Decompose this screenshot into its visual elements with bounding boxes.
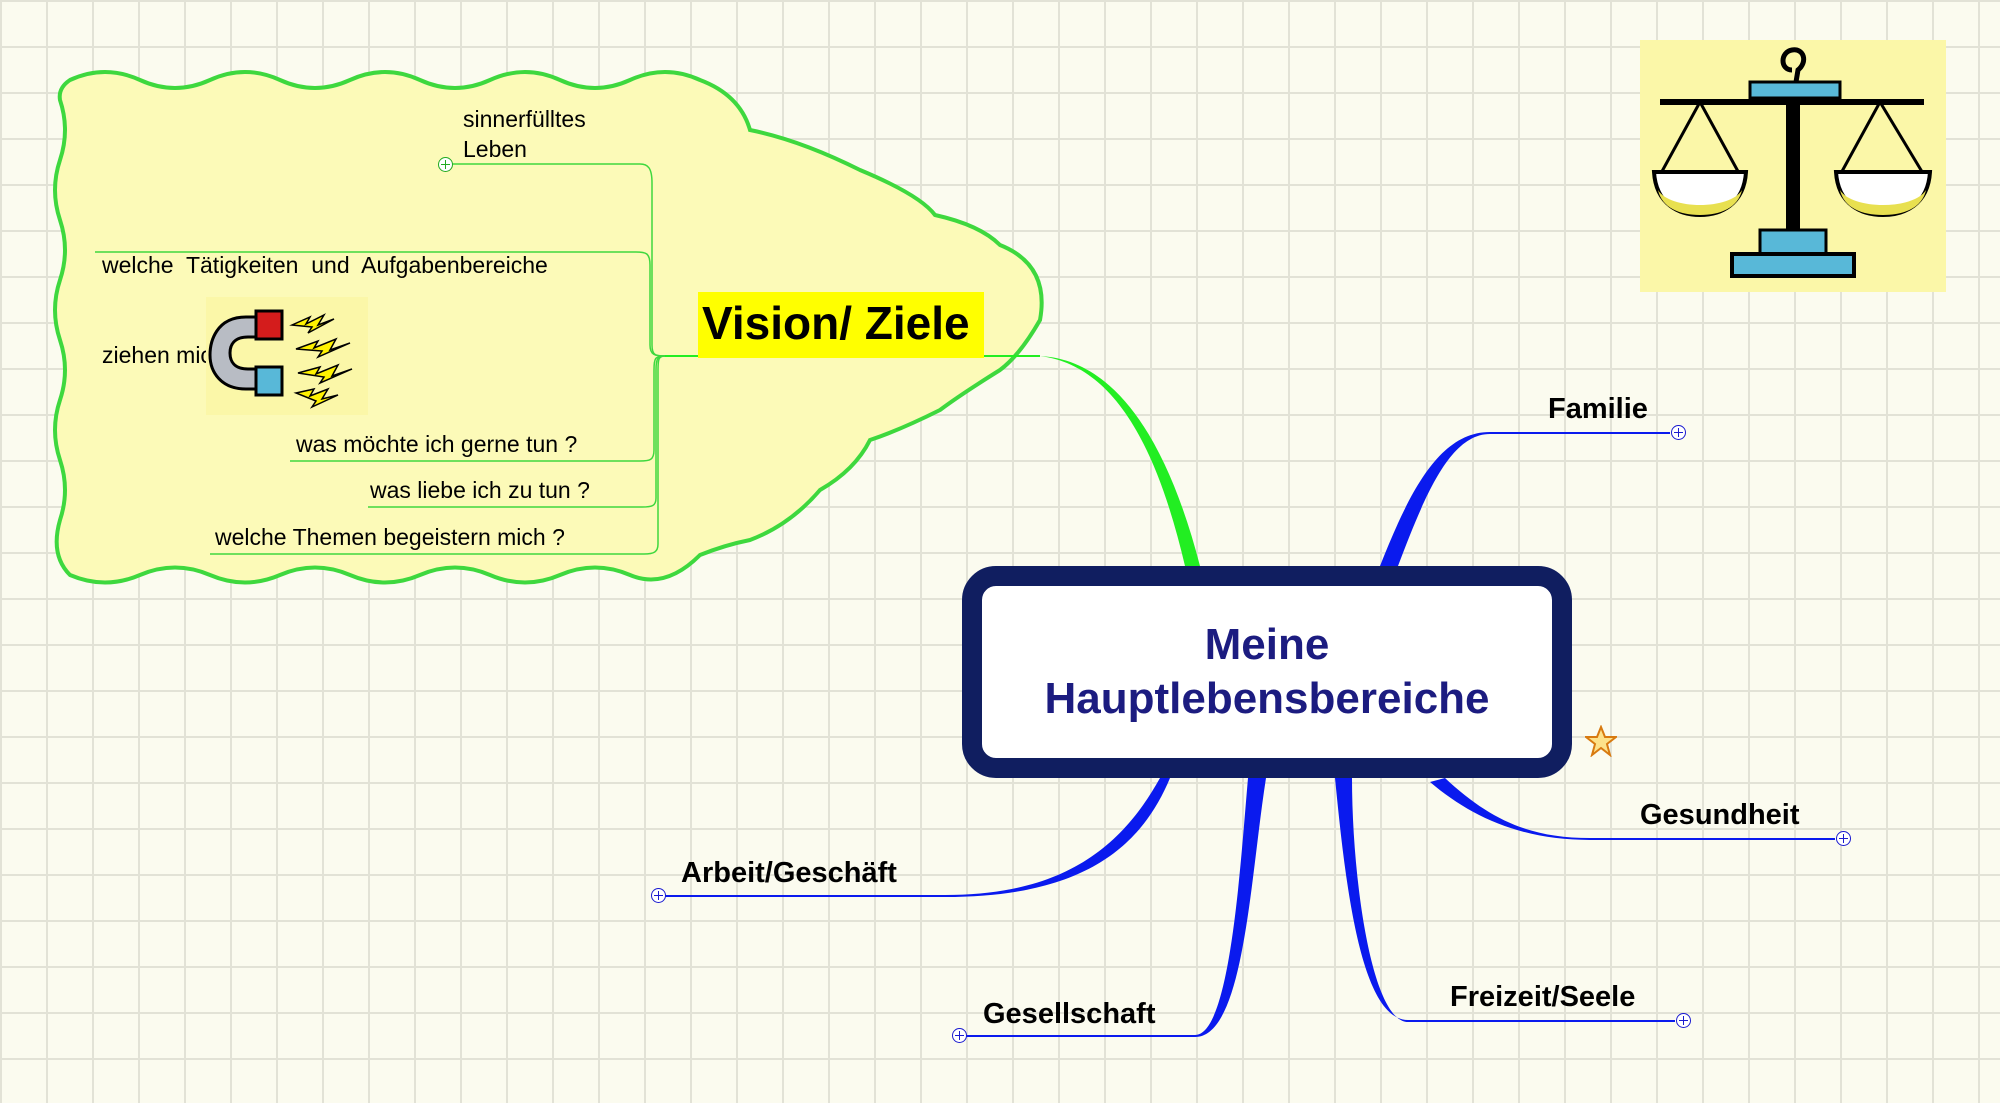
vision-branch-title[interactable]: Vision/ Ziele (698, 292, 984, 358)
vision-subtopic-connectors (95, 163, 666, 555)
subtopic-sinnerfuelltes-line2: Leben (463, 136, 527, 162)
vision-branch-connector (1040, 356, 1200, 566)
familie-connector (1380, 432, 1670, 566)
branch-arbeit-geschaeft[interactable]: Arbeit/Geschäft (681, 857, 897, 889)
familie-expand-button[interactable] (1671, 425, 1686, 440)
subtopic-sinnerfuelltes-line1: sinnerfülltes (463, 106, 586, 132)
central-topic-line2: Hauptlebensbereiche (1044, 674, 1490, 723)
central-topic-line1: Meine (1204, 620, 1330, 669)
branch-gesundheit[interactable]: Gesundheit (1640, 799, 1800, 831)
branch-familie[interactable]: Familie (1548, 393, 1648, 425)
central-topic[interactable]: Meine Hauptlebensbereiche (962, 566, 1572, 778)
subtopic-taetigkeiten[interactable]: welche Tätigkeiten und Aufgabenbereiche … (102, 190, 548, 400)
gesundheit-expand-button[interactable] (1836, 831, 1851, 846)
subtopic-gerne-tun[interactable]: was möchte ich gerne tun ? (296, 431, 578, 457)
branch-gesellschaft[interactable]: Gesellschaft (983, 998, 1156, 1030)
subtopic-liebe-tun[interactable]: was liebe ich zu tun ? (370, 477, 590, 503)
subtopic-sinnerfuelltes-leben[interactable]: sinnerfülltes Leben (463, 104, 586, 164)
gesellschaft-expand-button[interactable] (952, 1028, 967, 1043)
arbeit-expand-button[interactable] (651, 888, 666, 903)
magnet-icon (206, 297, 368, 415)
vision-cloud[interactable] (53, 70, 1044, 585)
subtopic-expand-button[interactable] (438, 157, 453, 172)
freizeit-expand-button[interactable] (1676, 1013, 1691, 1028)
balance-scale-icon (1640, 40, 1946, 292)
subtopic-themen[interactable]: welche Themen begeistern mich ? (215, 524, 565, 550)
star-icon (1585, 725, 1617, 757)
branch-freizeit-seele[interactable]: Freizeit/Seele (1450, 981, 1636, 1013)
subtopic-taetigkeiten-line1: welche Tätigkeiten und Aufgabenbereiche (102, 252, 548, 278)
central-topic-title: Meine Hauptlebensbereiche (1044, 618, 1489, 726)
